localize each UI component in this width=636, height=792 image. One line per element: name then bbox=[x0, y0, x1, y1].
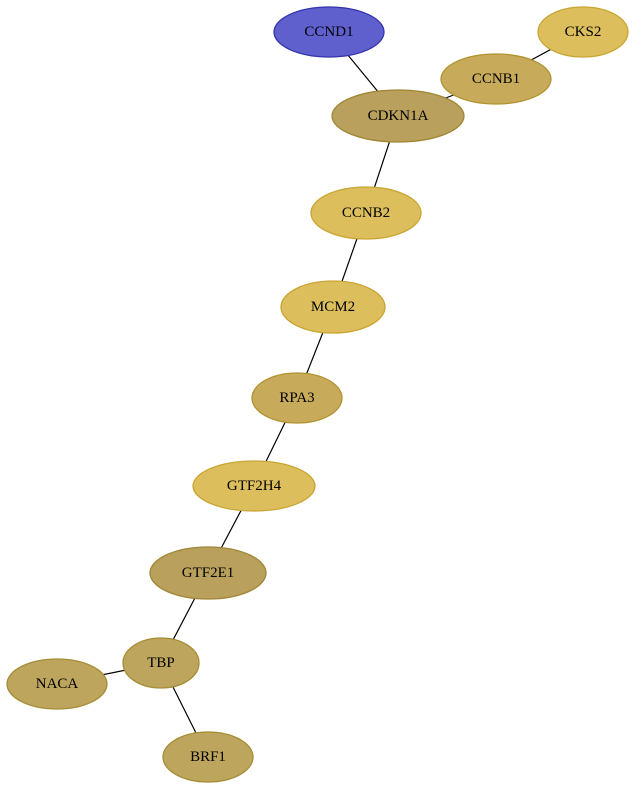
node-ccnb1: CCNB1 bbox=[440, 53, 552, 105]
node-ellipse bbox=[192, 460, 316, 512]
node-ellipse bbox=[280, 280, 386, 334]
node-label: CCNB2 bbox=[342, 205, 390, 221]
node-ellipse bbox=[6, 658, 108, 710]
node-label: BRF1 bbox=[190, 749, 226, 765]
node-ellipse bbox=[149, 546, 267, 600]
node-naca: NACA bbox=[6, 658, 108, 710]
node-label: GTF2E1 bbox=[182, 565, 235, 581]
node-ellipse bbox=[440, 53, 552, 105]
node-label: CDKN1A bbox=[368, 108, 429, 124]
node-ccnd1: CCND1 bbox=[273, 6, 385, 58]
node-ellipse bbox=[273, 6, 385, 58]
node-cks2: CKS2 bbox=[537, 6, 629, 58]
node-tbp: TBP bbox=[122, 637, 200, 689]
node-gtf2h4: GTF2H4 bbox=[192, 460, 316, 512]
node-ellipse bbox=[251, 372, 343, 424]
node-label: MCM2 bbox=[311, 299, 355, 315]
node-ccnb2: CCNB2 bbox=[310, 186, 422, 240]
node-ellipse bbox=[122, 637, 200, 689]
node-cdkn1a: CDKN1A bbox=[331, 89, 465, 143]
node-label: CCNB1 bbox=[472, 71, 520, 87]
node-gtf2e1: GTF2E1 bbox=[149, 546, 267, 600]
node-ellipse bbox=[331, 89, 465, 143]
node-label: TBP bbox=[147, 655, 175, 671]
node-label: GTF2H4 bbox=[227, 478, 282, 494]
node-label: NACA bbox=[36, 676, 79, 692]
node-label: CKS2 bbox=[565, 24, 602, 40]
node-label: RPA3 bbox=[279, 390, 314, 406]
node-label: CCND1 bbox=[304, 24, 353, 40]
node-rpa3: RPA3 bbox=[251, 372, 343, 424]
node-ellipse bbox=[162, 731, 254, 783]
node-ellipse bbox=[310, 186, 422, 240]
node-ellipse bbox=[537, 6, 629, 58]
node-mcm2: MCM2 bbox=[280, 280, 386, 334]
node-brf1: BRF1 bbox=[162, 731, 254, 783]
